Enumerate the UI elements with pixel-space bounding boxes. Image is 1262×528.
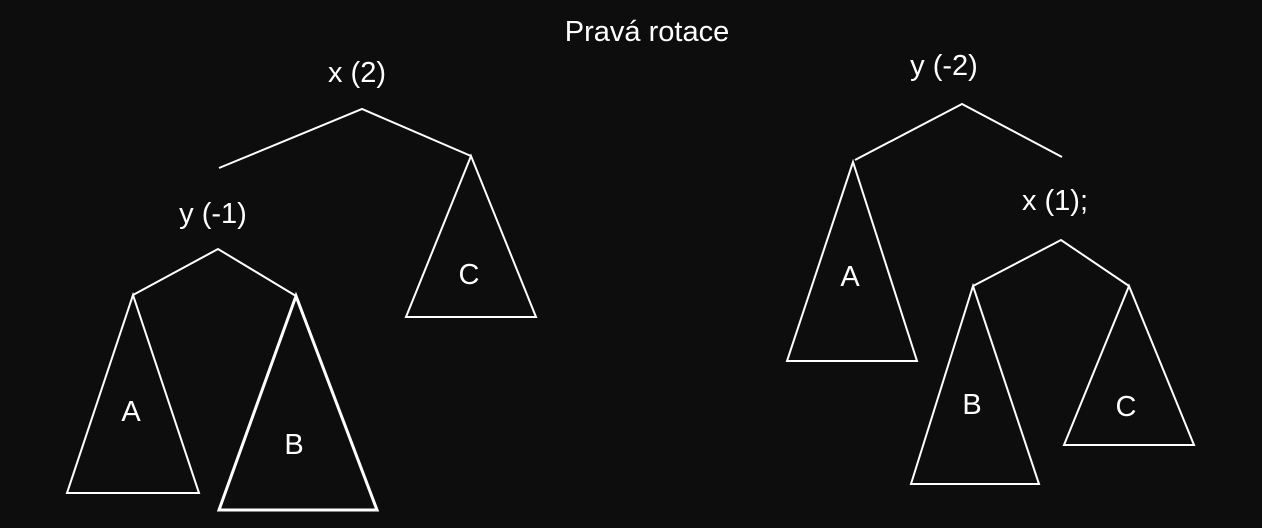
after-subtree-c-triangle xyxy=(1062,283,1196,446)
after-tree: y (-2) A x (1); B C xyxy=(785,50,1196,485)
before-subtree-a-label: A xyxy=(121,396,141,428)
before-subtree-c-label: C xyxy=(459,259,480,291)
after-subtree-a-label: A xyxy=(840,261,860,293)
before-child-label: y (-1) xyxy=(179,198,247,230)
after-root-edges xyxy=(854,102,1063,161)
after-root-label: y (-2) xyxy=(910,50,978,82)
after-subtree-c-label: C xyxy=(1116,391,1137,423)
before-child-edges xyxy=(132,247,297,297)
after-subtree-a-triangle xyxy=(785,158,919,362)
before-subtree-a-triangle xyxy=(65,291,201,494)
before-subtree-c-triangle xyxy=(404,153,538,318)
after-child-edges xyxy=(972,238,1130,287)
before-tree: x (2) y (-1) A B C xyxy=(65,57,538,512)
after-subtree-b-label: B xyxy=(962,389,981,421)
after-child-label: x (1); xyxy=(1022,185,1088,217)
before-root-edges xyxy=(218,107,472,169)
before-subtree-b-label: B xyxy=(284,429,303,461)
diagram-title: Pravá rotace xyxy=(565,16,729,48)
after-subtree-b-triangle xyxy=(909,282,1041,485)
before-root-label: x (2) xyxy=(328,57,386,89)
before-subtree-b-triangle xyxy=(216,291,380,512)
